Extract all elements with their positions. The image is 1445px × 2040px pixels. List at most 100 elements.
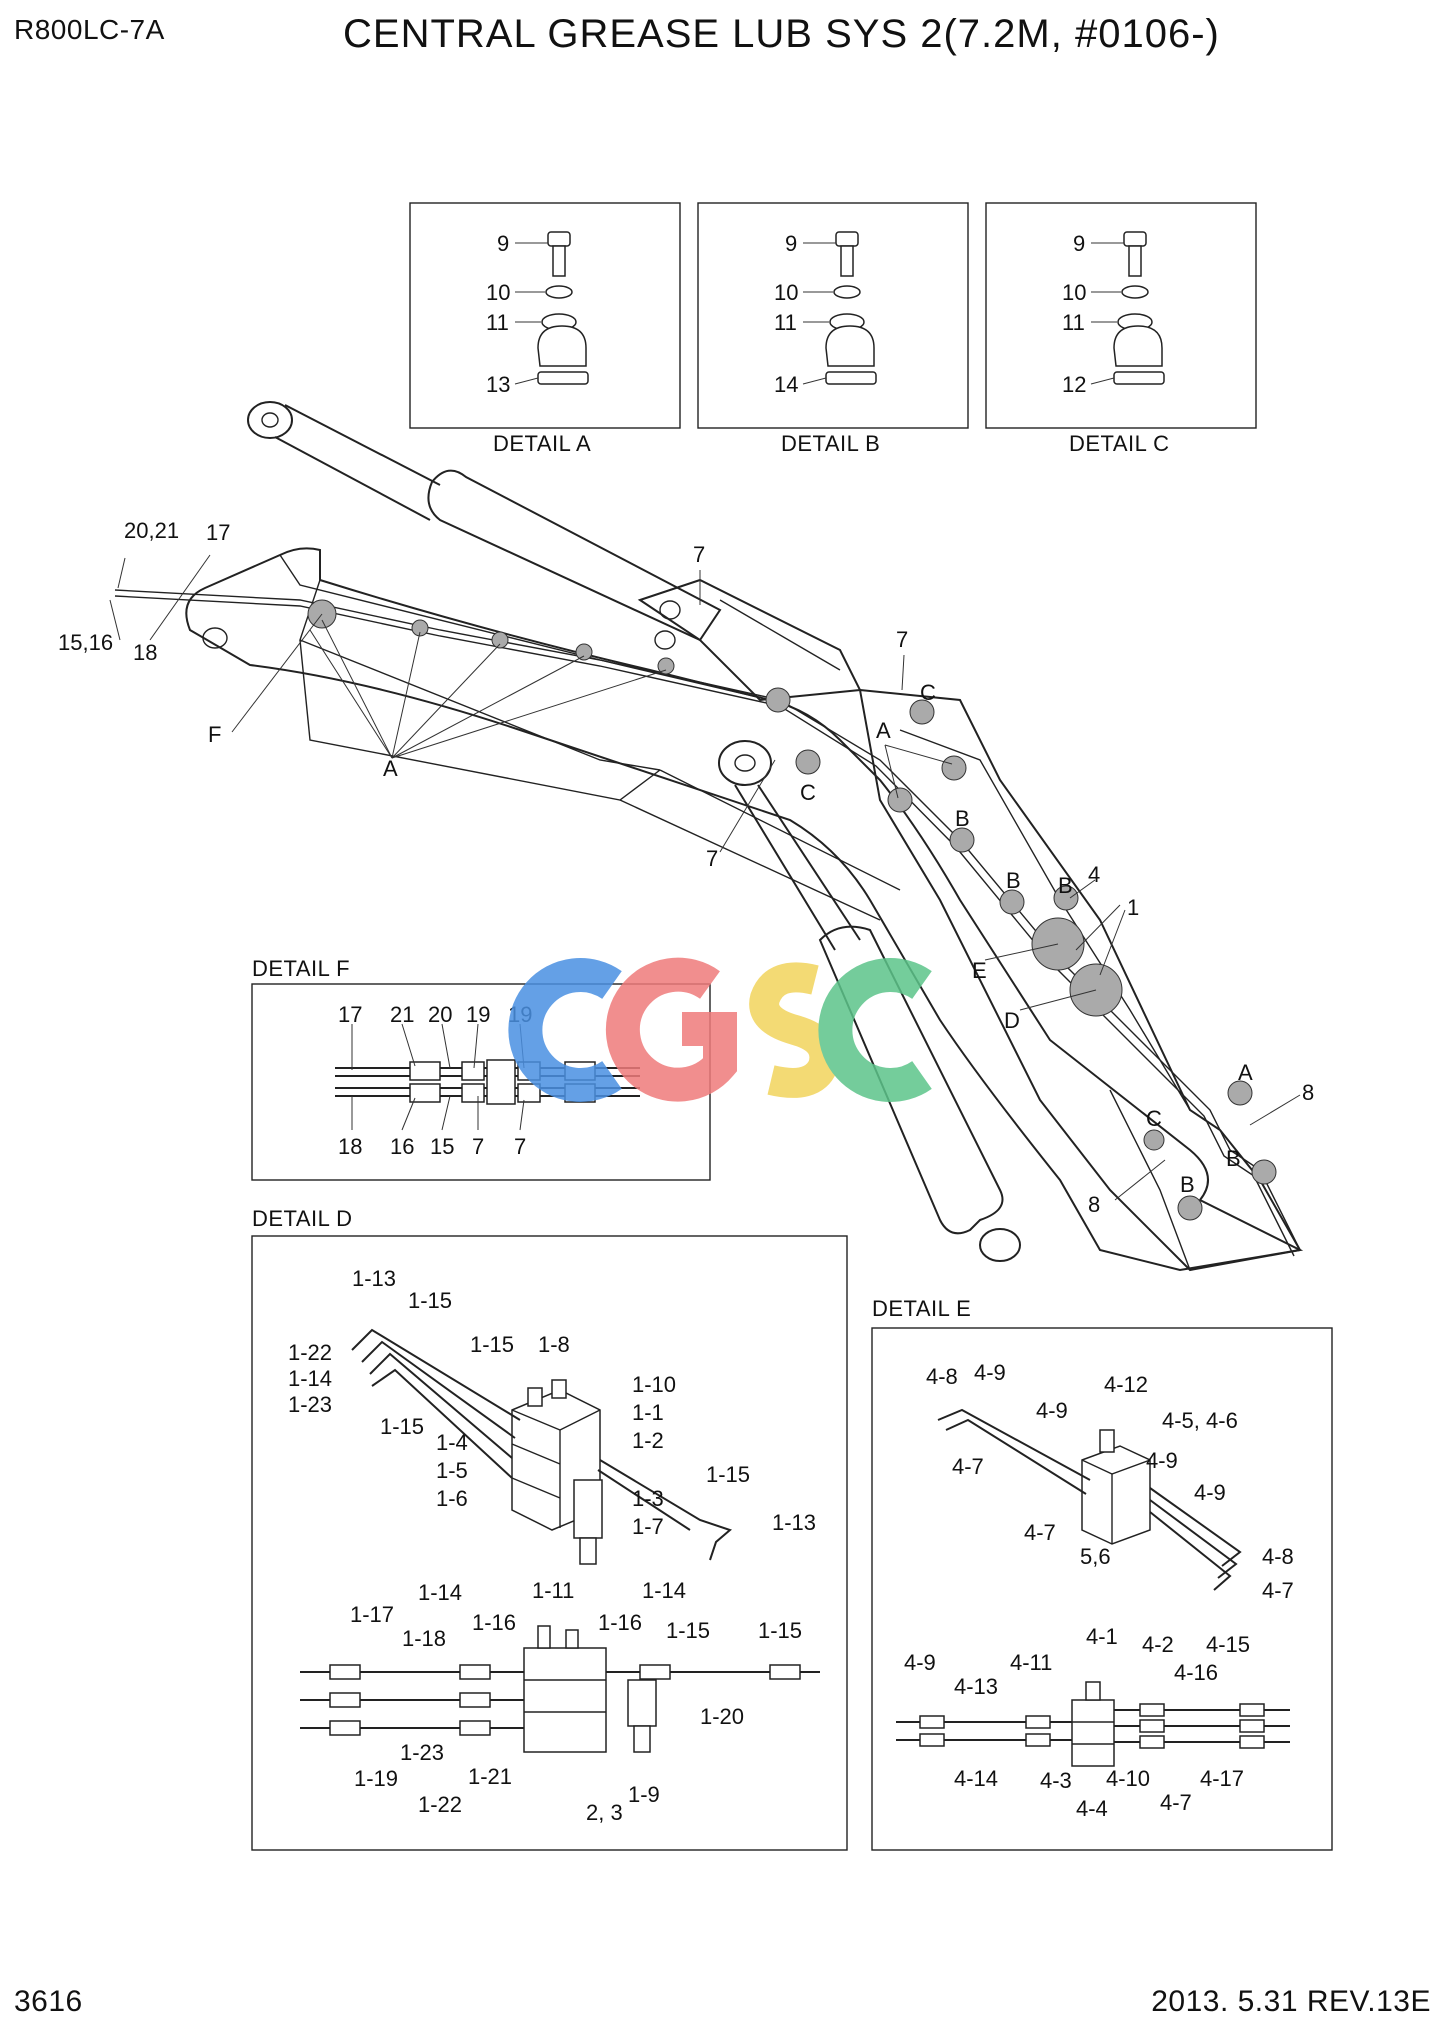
label-17: 17 xyxy=(206,520,230,545)
detail-d-label: 1-15 xyxy=(706,1462,750,1487)
detail-c-label: 9 xyxy=(1073,231,1085,256)
bolt-icon xyxy=(835,231,859,277)
detail-d-label: 2, 3 xyxy=(586,1800,623,1825)
page-title: CENTRAL GREASE LUB SYS 2(7.2M, #0106-) xyxy=(343,12,1220,56)
detail-b-label: 10 xyxy=(774,280,798,305)
detail-a: 9 10 11 13 DETAIL A xyxy=(409,202,681,456)
detail-d-label: 1-23 xyxy=(400,1740,444,1765)
label-a-left: A xyxy=(383,756,398,781)
detail-e-label: 4-7 xyxy=(952,1454,984,1479)
detail-e-label: 4-9 xyxy=(1194,1480,1226,1505)
detail-e-label: 4-13 xyxy=(954,1674,998,1699)
watermark xyxy=(508,957,932,1102)
detail-b: 9 10 11 14 DETAIL B xyxy=(697,202,969,456)
detail-d-label: 1-15 xyxy=(666,1618,710,1643)
distributor-valve xyxy=(511,1379,603,1565)
watermark-letter-c xyxy=(508,958,622,1102)
clamp-point xyxy=(411,619,429,637)
page-number: 3616 xyxy=(14,1985,83,2018)
detail-d-label: 1-17 xyxy=(350,1602,394,1627)
detail-d-label: 1-19 xyxy=(354,1766,398,1791)
clamp-point xyxy=(491,631,509,649)
label-b1: B xyxy=(955,806,970,831)
detail-e-label: 4-16 xyxy=(1174,1660,1218,1685)
detail-e-label: 4-1 xyxy=(1086,1624,1118,1649)
bolt-icon xyxy=(547,231,571,277)
distributor-block xyxy=(523,1625,657,1753)
watermark-letter-c2 xyxy=(818,958,932,1102)
detail-c-label: 10 xyxy=(1062,280,1086,305)
detail-d-label: 1-1 xyxy=(632,1400,664,1425)
clamp-point xyxy=(795,749,821,775)
clamp-point xyxy=(949,827,975,853)
arm-body xyxy=(858,688,1302,1272)
detail-d: DETAIL D xyxy=(251,1206,848,1851)
detail-d-label: 1-15 xyxy=(408,1288,452,1313)
detail-d-caption: DETAIL D xyxy=(252,1206,353,1231)
clamp-point xyxy=(657,657,675,675)
distributor-block xyxy=(1071,1681,1115,1767)
main-labels: 20,21 17 15,16 18 F A 7 7 C A C 7 B B B … xyxy=(58,518,1314,1217)
detail-e-label: 4-8 xyxy=(1262,1544,1294,1569)
detail-e-label: 4-4 xyxy=(1076,1796,1108,1821)
bolt-icon xyxy=(1123,231,1147,277)
detail-d-label: 1-2 xyxy=(632,1428,664,1453)
detail-d-label: 1-10 xyxy=(632,1372,676,1397)
detail-d-label: 1-22 xyxy=(288,1340,332,1365)
arm-cylinder xyxy=(718,740,1021,1262)
detail-f-label: 19 xyxy=(466,1002,490,1027)
washer-icon xyxy=(833,285,861,299)
detail-a-label: 10 xyxy=(486,280,510,305)
label-f: F xyxy=(208,722,221,747)
detail-d-label: 1-6 xyxy=(436,1486,468,1511)
detail-e-label: 4-9 xyxy=(1146,1448,1178,1473)
detail-e-label: 4-11 xyxy=(1010,1650,1052,1675)
detail-d-label: 1-11 xyxy=(532,1578,574,1603)
clamp-icon xyxy=(537,325,589,385)
clamp-point xyxy=(887,787,913,813)
clamp-point xyxy=(1177,1195,1203,1221)
label-7-right: 7 xyxy=(896,627,908,652)
washer-icon xyxy=(545,285,573,299)
detail-a-label: 13 xyxy=(486,372,510,397)
detail-f-label: 21 xyxy=(390,1002,414,1027)
detail-d-label: 1-16 xyxy=(598,1610,642,1635)
label-a-right: A xyxy=(1238,1060,1253,1085)
clamp-point xyxy=(1053,885,1079,911)
watermark-letter-g xyxy=(605,957,737,1102)
detail-f-label: 20 xyxy=(428,1002,452,1027)
detail-d-label: 1-4 xyxy=(436,1430,468,1455)
detail-f-caption: DETAIL F xyxy=(252,956,350,981)
detail-d-label: 1-3 xyxy=(632,1486,664,1511)
detail-d-label: 1-13 xyxy=(772,1510,816,1535)
detail-f-label: 7 xyxy=(514,1134,526,1159)
label-e: E xyxy=(972,958,987,983)
detail-e: DETAIL E xyxy=(871,1296,1333,1851)
detail-e-label: 4-5, 4-6 xyxy=(1162,1408,1238,1433)
detail-d-label: 1-5 xyxy=(436,1458,468,1483)
detail-e-label: 5,6 xyxy=(1080,1544,1111,1569)
label-c-top: C xyxy=(920,680,936,705)
detail-e-label: 4-3 xyxy=(1040,1768,1072,1793)
label-1: 1 xyxy=(1127,895,1139,920)
clamp-point xyxy=(999,889,1025,915)
detail-e-label: 4-14 xyxy=(954,1766,998,1791)
label-18: 18 xyxy=(133,640,157,665)
detail-d-label: 1-7 xyxy=(632,1514,664,1539)
detail-c-caption: DETAIL C xyxy=(1069,431,1170,456)
detail-f-label: 7 xyxy=(472,1134,484,1159)
detail-d-label: 1-14 xyxy=(418,1580,462,1605)
detail-f-label: 17 xyxy=(338,1002,362,1027)
label-c-mid: C xyxy=(800,780,816,805)
clamp-point xyxy=(941,755,967,781)
label-7-top: 7 xyxy=(693,542,705,567)
detail-e-label: 4-7 xyxy=(1262,1578,1294,1603)
detail-d-label: 1-13 xyxy=(352,1266,396,1291)
detail-d-label: 1-22 xyxy=(418,1792,462,1817)
detail-d-label: 1-18 xyxy=(402,1626,446,1651)
clamp-point xyxy=(575,643,593,661)
clamp-point xyxy=(1227,1080,1253,1106)
detail-d-label: 1-16 xyxy=(472,1610,516,1635)
clamp-icon xyxy=(1113,325,1165,385)
